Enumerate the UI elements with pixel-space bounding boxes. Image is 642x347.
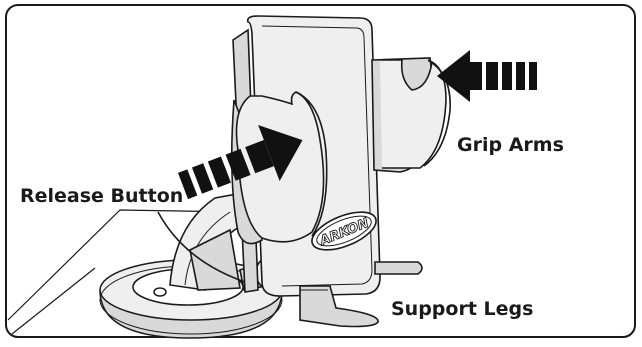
release-button-label: Release Button [20,185,183,207]
grip-arms-label: Grip Arms [457,134,564,156]
support-legs-label: Support Legs [391,298,533,320]
